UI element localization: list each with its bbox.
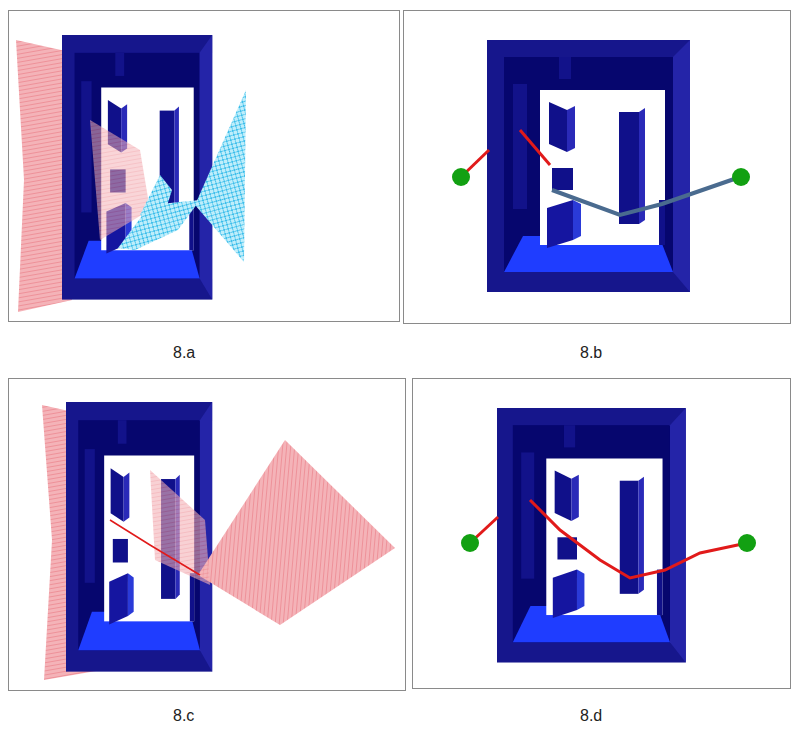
panel-frame [404, 11, 791, 324]
panel-d-scene [461, 408, 756, 663]
panel-caption: 8.c [173, 707, 194, 725]
panel-caption: 8.a [173, 344, 195, 362]
panel-b-scene [452, 40, 750, 292]
panel-frame [9, 11, 400, 322]
panel-a-scene [16, 35, 246, 312]
panel-caption: 8.d [580, 707, 602, 725]
panel-frame [9, 379, 406, 691]
panel-frame [413, 379, 791, 689]
panel-caption: 8.b [580, 344, 602, 362]
panel-c-scene [42, 402, 395, 680]
